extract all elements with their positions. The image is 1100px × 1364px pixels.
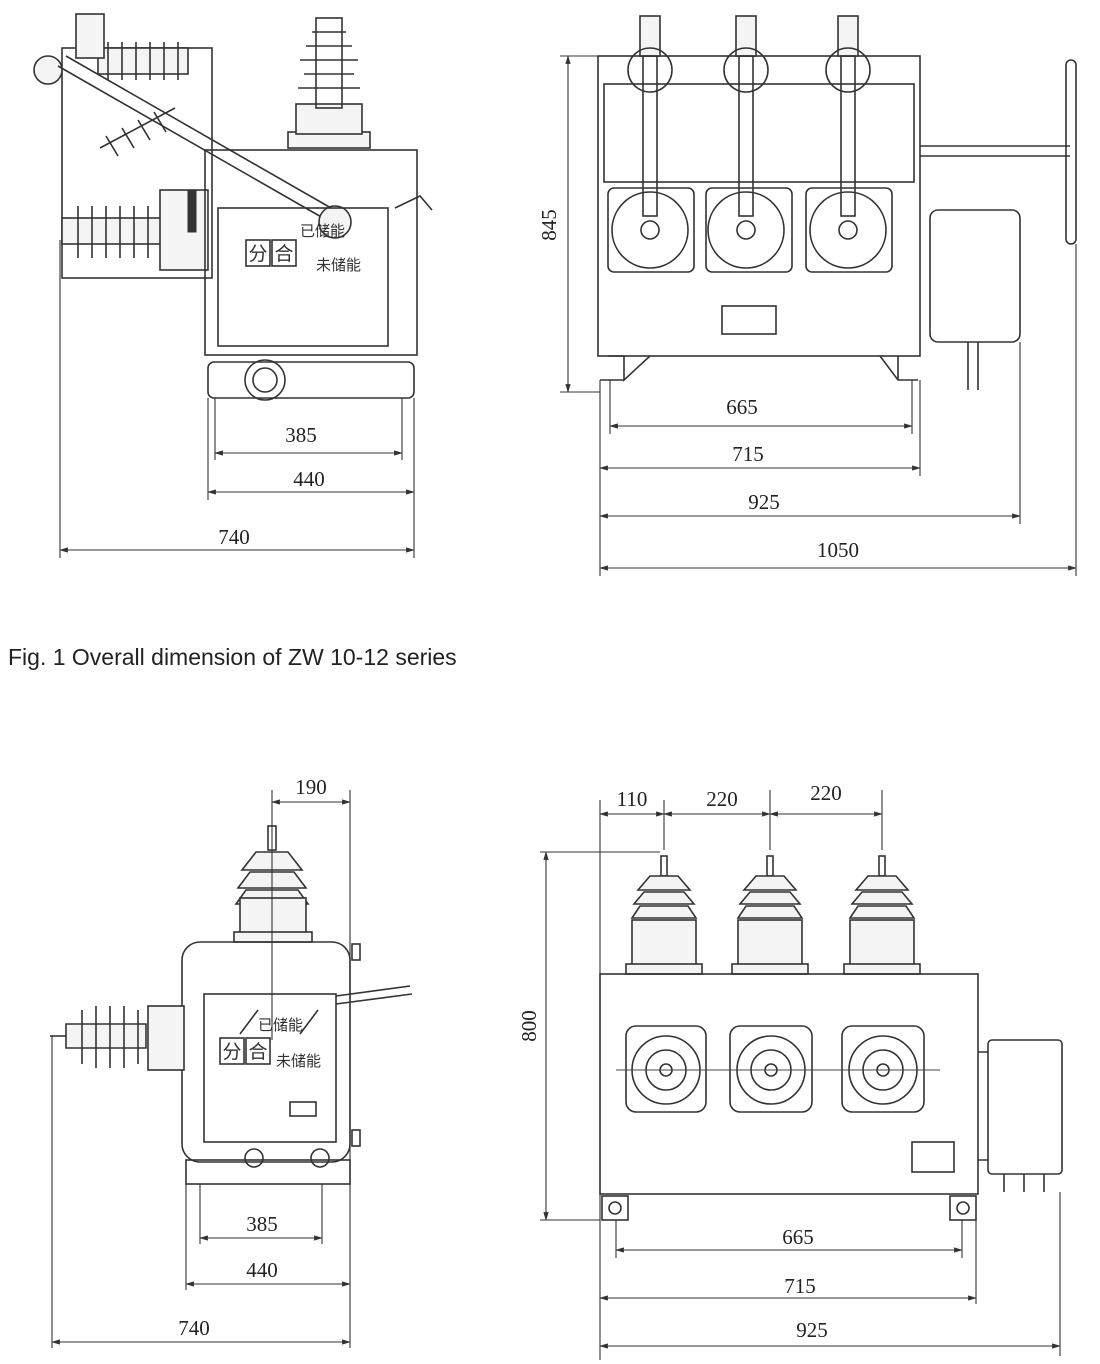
fig1-side-dim-440: 440 xyxy=(293,467,325,491)
fig2-front-foot-left xyxy=(601,1195,629,1221)
fig2-front-dim-220a: 220 xyxy=(706,787,738,811)
fig1-side-body xyxy=(204,149,418,356)
fig1-side-not-charged-label: 未储能 xyxy=(316,256,361,274)
fig1-side-close-label: 合 xyxy=(274,243,293,265)
fig1-front-pole-3 xyxy=(805,15,893,273)
fig2-front-dim-665: 665 xyxy=(782,1225,814,1249)
fig1-front-dim-1050: 1050 xyxy=(817,538,859,562)
fig2-side-open-label: 分 xyxy=(222,1041,241,1063)
fig1-front-pole-2 xyxy=(705,15,793,273)
fig2-front-nameplate xyxy=(911,1141,955,1173)
fig2-side-left-insulator xyxy=(50,1005,185,1071)
fig2-side-lever xyxy=(335,985,413,1005)
fig2-side-close-box xyxy=(245,1037,271,1065)
fig2-side-dim-740: 740 xyxy=(178,1316,210,1340)
fig2-front-view: 110 220 220 800 665 715 925 xyxy=(517,781,1063,1360)
fig2-front-box-terminals xyxy=(1003,1174,1045,1192)
fig2-front-pole-window-3 xyxy=(841,1025,925,1113)
fig1-side-lower-insulator xyxy=(61,189,209,271)
fig2-side-view: 分 合 已储能 未储能 190 385 440 740 xyxy=(50,775,413,1348)
fig1-front-feet xyxy=(600,355,918,382)
fig1-front-body xyxy=(597,55,921,357)
fig2-front-pole-window-1 xyxy=(625,1025,707,1113)
fig1-front-pole-1 xyxy=(607,15,695,273)
fig2-front-body xyxy=(599,973,979,1195)
fig2-side-base-bolt-2 xyxy=(310,1148,330,1168)
fig2-side-top-bushing xyxy=(233,825,313,943)
fig2-front-bushing-3 xyxy=(843,855,921,975)
fig2-side-base xyxy=(185,1159,351,1185)
fig1-side-operating-rod xyxy=(57,55,339,223)
fig2-side-nameplate xyxy=(289,1101,317,1117)
fig2-side-open-box xyxy=(219,1037,245,1065)
fig1-front-dim-665: 665 xyxy=(726,395,758,419)
fig2-side-dim-440: 440 xyxy=(246,1258,278,1282)
fig1-side-control-panel xyxy=(217,207,389,347)
fig2-front-dim-715: 715 xyxy=(784,1274,816,1298)
fig1-front-shaft xyxy=(920,145,1070,157)
fig2-front-pole-window-2 xyxy=(729,1025,813,1113)
fig1-side-open-box xyxy=(245,239,271,267)
figure-1-caption: Fig. 1 Overall dimension of ZW 10-12 ser… xyxy=(8,644,457,670)
fig1-side-dim-740: 740 xyxy=(218,525,250,549)
fig1-side-lever xyxy=(394,195,433,211)
fig1-front-view: 845 665 715 925 1050 xyxy=(537,15,1077,576)
fig2-front-dim-800: 800 xyxy=(517,1010,541,1042)
fig2-side-dim-190: 190 xyxy=(295,775,327,799)
fig2-side-charged-label: 已储能 xyxy=(258,1016,303,1034)
fig1-front-dim-715: 715 xyxy=(732,442,764,466)
fig1-front-dim-925: 925 xyxy=(748,490,780,514)
fig2-front-foot-right xyxy=(949,1195,977,1221)
fig1-side-middle-insulator xyxy=(99,107,176,157)
fig1-side-upper-insulator xyxy=(33,13,189,85)
fig1-side-base xyxy=(207,361,415,399)
fig2-side-indicator-pointers xyxy=(239,1009,319,1035)
fig2-front-bushing-2 xyxy=(731,855,809,975)
fig2-side-base-bolt-1 xyxy=(244,1148,264,1168)
fig1-front-mechanism-box xyxy=(929,209,1021,343)
fig2-front-dim-110: 110 xyxy=(617,787,648,811)
fig1-side-view: 分 合 已储能 未储能 385 440 740 xyxy=(33,13,433,558)
fig2-front-dim-220b: 220 xyxy=(810,781,842,805)
fig2-side-close-label: 合 xyxy=(248,1041,267,1063)
fig1-side-close-box xyxy=(271,239,297,267)
fig2-front-dim-925: 925 xyxy=(796,1318,828,1342)
fig2-front-bushing-1 xyxy=(625,855,703,975)
fig2-front-mechanism-box xyxy=(987,1039,1063,1175)
fig1-side-base-ring xyxy=(244,359,286,401)
fig1-front-dim-845: 845 xyxy=(537,209,561,241)
fig1-side-rod-end xyxy=(318,205,352,239)
fig1-side-top-bushing xyxy=(287,17,371,149)
fig2-side-dim-385: 385 xyxy=(246,1212,278,1236)
fig1-side-dim-385: 385 xyxy=(285,423,317,447)
fig1-side-charged-label: 已储能 xyxy=(300,222,345,240)
fig2-side-not-charged-label: 未储能 xyxy=(276,1052,321,1070)
fig1-front-handle xyxy=(1065,59,1077,245)
fig1-front-box-leg xyxy=(967,342,979,390)
fig1-side-open-label: 分 xyxy=(248,243,267,265)
fig2-side-control-panel xyxy=(203,993,337,1143)
fig1-front-nameplate xyxy=(721,305,777,335)
